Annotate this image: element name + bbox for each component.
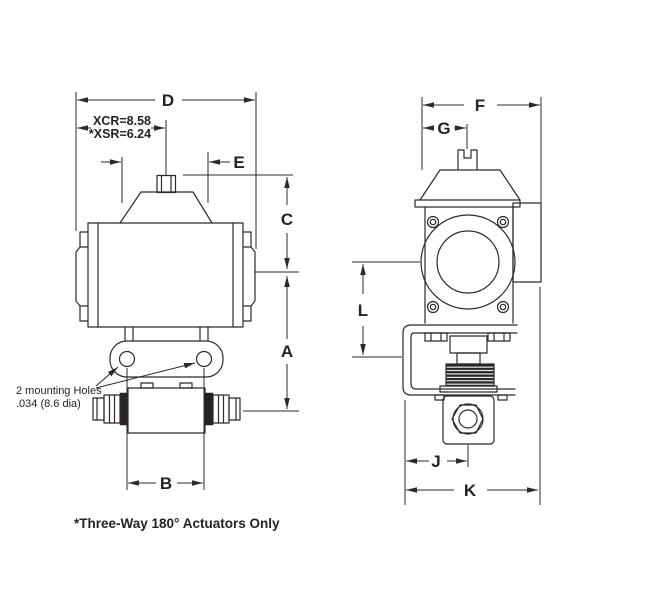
port-end-right bbox=[228, 397, 241, 421]
actuator-body-front bbox=[75, 174, 256, 328]
face-bolts bbox=[426, 215, 510, 314]
dim-label-xsr: *XSR=6.24 bbox=[89, 127, 151, 141]
dim-label-f: F bbox=[475, 96, 485, 115]
front-dimensions: D XCR=8.58 *XSR=6.24 E C A B 2 m bbox=[16, 91, 299, 493]
valve-body-front bbox=[92, 382, 241, 434]
hex-nut-left bbox=[103, 394, 121, 424]
footnote: *Three-Way 180° Actuators Only bbox=[74, 516, 280, 531]
mounting-note-line1: 2 mounting Holes bbox=[16, 385, 102, 397]
washer-right bbox=[204, 392, 214, 426]
dim-label-j: J bbox=[431, 452, 440, 471]
dim-label-xcr: XCR=8.58 bbox=[93, 114, 151, 128]
cylinder-face-outer bbox=[420, 214, 516, 310]
side-view: F G L J K bbox=[352, 96, 542, 505]
valve-body-side bbox=[442, 395, 495, 467]
mounting-yoke-front bbox=[109, 326, 224, 378]
actuator-body-side bbox=[414, 149, 542, 324]
mounting-hole-left bbox=[118, 350, 136, 368]
mounting-bracket-side bbox=[402, 324, 518, 401]
threaded-nut bbox=[445, 363, 495, 387]
coupling-block bbox=[449, 335, 488, 354]
dim-label-d: D bbox=[162, 91, 174, 110]
dim-label-k: K bbox=[464, 481, 477, 500]
front-view: D XCR=8.58 *XSR=6.24 E C A B 2 m bbox=[16, 91, 299, 493]
mounting-hole-right bbox=[195, 350, 213, 368]
dim-label-c: C bbox=[281, 210, 293, 229]
side-dimensions: F G L J K bbox=[352, 96, 542, 505]
dim-label-e: E bbox=[233, 153, 244, 172]
dim-label-g: G bbox=[437, 119, 450, 138]
hex-nut-right bbox=[212, 394, 230, 424]
port-end-left bbox=[92, 397, 105, 421]
mounting-note-line2: .034 (8.6 dia) bbox=[16, 398, 81, 410]
dim-label-a: A bbox=[281, 342, 293, 361]
air-block bbox=[512, 202, 542, 283]
dim-label-b: B bbox=[160, 474, 172, 493]
cylinder-face-inner bbox=[436, 230, 500, 294]
dim-label-l: L bbox=[358, 301, 368, 320]
